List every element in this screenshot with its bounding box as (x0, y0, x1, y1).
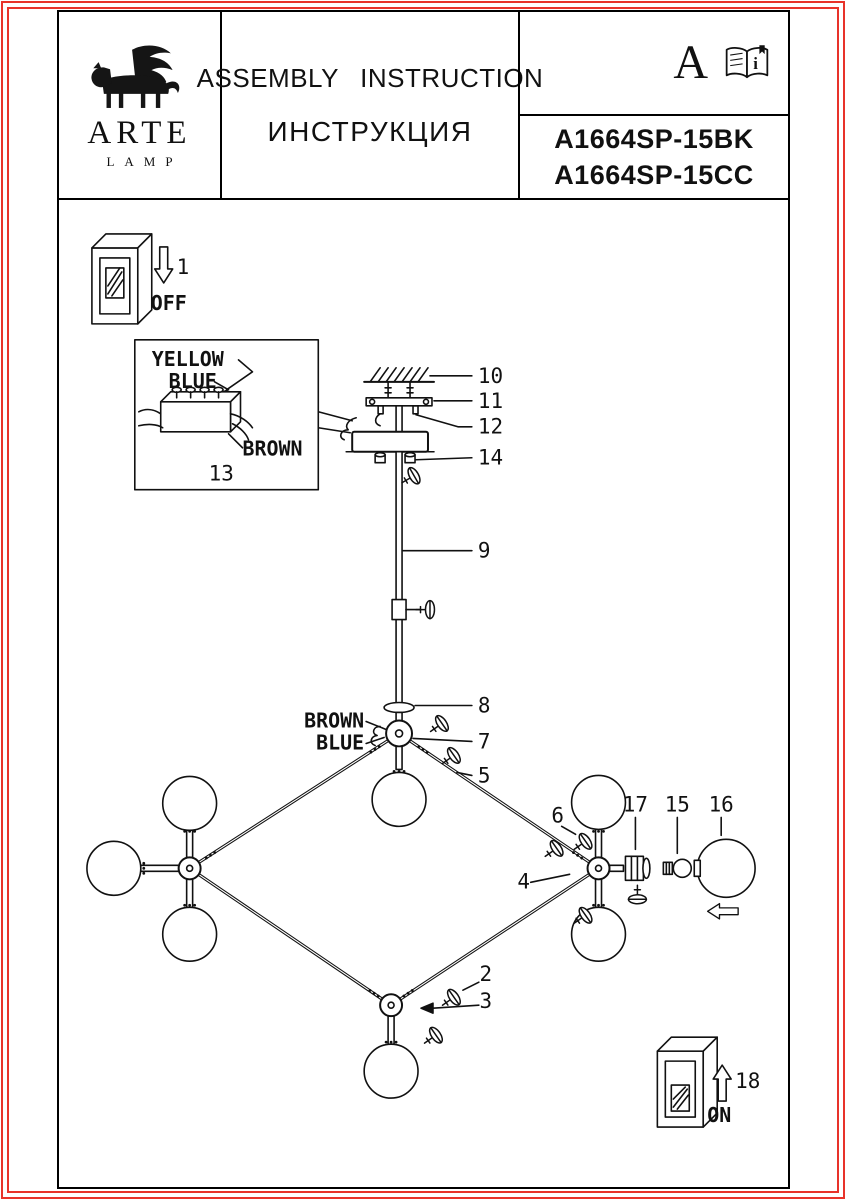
wall-switch-off (91, 233, 153, 325)
callout-18: 18 (735, 1069, 760, 1093)
rod-end-plate (383, 701, 415, 714)
thumbscrew-icon (424, 712, 452, 740)
wire-label-yellow: YELLOW (152, 347, 225, 371)
canopy-nuts (374, 451, 416, 464)
title-block: ASSEMBLY INSTRUCTION ИНСТРУКЦИЯ (197, 12, 543, 198)
callout-6: 6 (551, 803, 564, 827)
section-row: A i (520, 12, 788, 116)
hub-wires (370, 725, 381, 747)
assembly-diagram: 1 OFF YELLOW BLUE BROWN 13 10 11 12 14 9… (59, 200, 788, 1187)
left-globe-cluster (86, 775, 218, 963)
callout-leaders (402, 375, 577, 1014)
model-block: A i A1664SP-15BK A1664 (518, 12, 788, 198)
bottom-globe-cluster (363, 993, 419, 1099)
wire-label-brown: BROWN (242, 437, 302, 461)
callout-12: 12 (478, 415, 503, 439)
callout-9: 9 (478, 539, 491, 563)
label-off: OFF (151, 291, 187, 315)
thumbscrew-icon (415, 599, 436, 620)
diagram-labels: 1 OFF YELLOW BLUE BROWN 13 10 11 12 14 9… (151, 255, 761, 1127)
hub-wire-label-brown: BROWN (304, 708, 364, 732)
callout-14: 14 (478, 446, 503, 470)
hub-wire-label-blue: BLUE (316, 730, 364, 754)
switch-rocker (670, 1084, 691, 1112)
callout-15: 15 (665, 792, 690, 816)
title-english: ASSEMBLY INSTRUCTION (196, 62, 544, 93)
suspension-rod (391, 450, 421, 707)
callout-1: 1 (177, 255, 190, 279)
thumbscrew-icon (418, 1024, 446, 1052)
wire-in-2 (137, 423, 164, 429)
winged-lion-icon (90, 44, 179, 108)
terminal-block (159, 386, 242, 433)
glass-globe (371, 771, 427, 828)
diagram-canvas: 1 OFF YELLOW BLUE BROWN 13 10 11 12 14 9… (86, 233, 761, 1128)
slide-direction-arrow-icon (706, 902, 739, 920)
lamp-socket (624, 855, 645, 882)
callout-8: 8 (478, 693, 491, 717)
wire-label-blue: BLUE (169, 369, 217, 393)
bookmark-ribbon-icon (759, 45, 765, 55)
callout-4: 4 (517, 869, 530, 893)
light-bulb (662, 858, 693, 879)
glass-globe (86, 840, 142, 897)
glass-globe (696, 838, 756, 899)
title-russian: ИНСТРУКЦИЯ (267, 115, 473, 147)
right-globe-cluster (570, 774, 627, 963)
thumbscrew-icon (436, 986, 464, 1014)
callout-2: 2 (480, 962, 493, 986)
wiring-detail-box (133, 339, 320, 491)
open-book-icon: i (725, 45, 769, 79)
callout-13: 13 (209, 462, 234, 486)
exploded-socket-assembly (624, 816, 756, 899)
glass-globe (570, 774, 627, 831)
callout-11: 11 (478, 389, 503, 413)
model-number-1: A1664SP-15BK (554, 123, 754, 154)
central-hub (385, 719, 414, 771)
wire-out-2 (231, 422, 250, 441)
canopy-hook (374, 412, 381, 427)
glass-globe (363, 1043, 419, 1099)
header: ARTE LAMP ASSEMBLY INSTRUCTION ИНСТРУКЦИ… (59, 12, 788, 200)
brand-logo: ARTE LAMP (59, 12, 222, 198)
canopy-wire (339, 416, 357, 441)
glass-globe (161, 775, 218, 832)
wall-switch-on (656, 1036, 718, 1128)
switch-rocker (105, 267, 125, 299)
callout-3: 3 (480, 989, 493, 1013)
callout-10: 10 (478, 364, 503, 388)
sheet-frame: ARTE LAMP ASSEMBLY INSTRUCTION ИНСТРУКЦИ… (57, 10, 790, 1189)
brand-name: ARTE (87, 114, 192, 151)
glass-globe (161, 906, 218, 963)
rod-coupler (391, 598, 407, 621)
callout-5: 5 (478, 763, 491, 787)
thumbscrew-icon (627, 884, 648, 905)
canopy (339, 404, 435, 464)
model-number-2: A1664SP-15CC (554, 159, 754, 190)
wire-out-1 (229, 412, 254, 429)
mounting-bar (365, 397, 433, 407)
section-letter: A (673, 36, 708, 89)
callout-7: 7 (478, 729, 491, 753)
brand-subtitle: LAMP (106, 153, 183, 169)
callout-17: 17 (623, 792, 648, 816)
wire-in-1 (137, 408, 162, 415)
info-glyph: i (753, 54, 758, 73)
power-off-arrow-icon (153, 246, 174, 284)
label-on: ON (707, 1103, 731, 1127)
model-numbers: A1664SP-15BK A1664SP-15CC (520, 116, 788, 198)
callout-16: 16 (709, 792, 734, 816)
